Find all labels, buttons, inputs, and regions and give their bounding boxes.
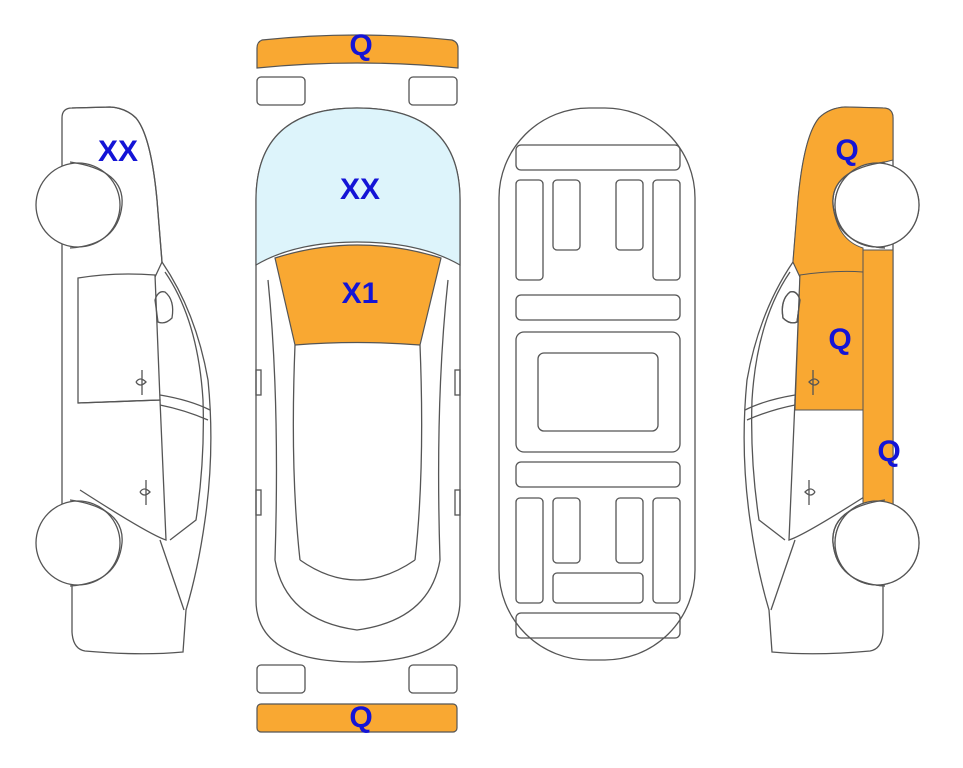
right-rocker-panel-label: Q	[877, 435, 901, 468]
underbody-view	[498, 107, 696, 661]
left-front-fender-label: XX	[97, 135, 139, 168]
right-front-door-label: Q	[828, 323, 852, 356]
right-front-fender-label: Q	[835, 134, 859, 167]
hood-damage[interactable]	[274, 244, 442, 346]
front-bumper-label: Q	[349, 29, 373, 62]
windshield-damage[interactable]	[255, 107, 461, 267]
rear-bumper-damage[interactable]	[256, 703, 458, 733]
right-rear-light	[408, 664, 458, 694]
right-front-door-damage[interactable]	[794, 270, 864, 411]
front-bumper-damage[interactable]	[256, 34, 459, 69]
windshield-label: XX	[339, 173, 381, 206]
right-front-mirror	[408, 76, 458, 106]
rear-bumper-label: Q	[349, 701, 373, 734]
left-front-mirror	[256, 76, 306, 106]
right-side-view[interactable]	[743, 106, 920, 655]
left-rear-light	[256, 664, 306, 694]
hood-label: X1	[341, 277, 379, 310]
left-side-view[interactable]	[35, 106, 212, 655]
left-front-fender-damage-outline	[71, 106, 163, 263]
top-view[interactable]	[255, 34, 461, 733]
